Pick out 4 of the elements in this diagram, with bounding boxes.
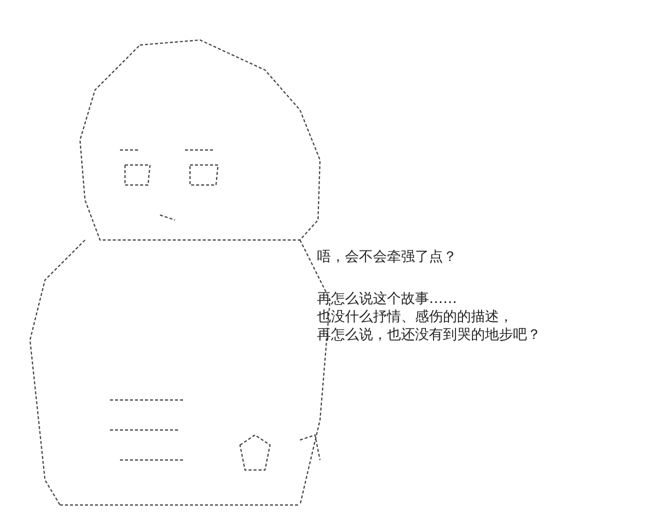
speech-text: 也没什么抒情、感伤的的描述， (317, 308, 513, 326)
speech-text: 唔，会不会牵强了点？ (317, 248, 457, 266)
speech-text: 再怎么说，也还没有到哭的地步吧？ (317, 326, 541, 344)
speech-text: 再怎么说这个故事…… (317, 290, 457, 308)
